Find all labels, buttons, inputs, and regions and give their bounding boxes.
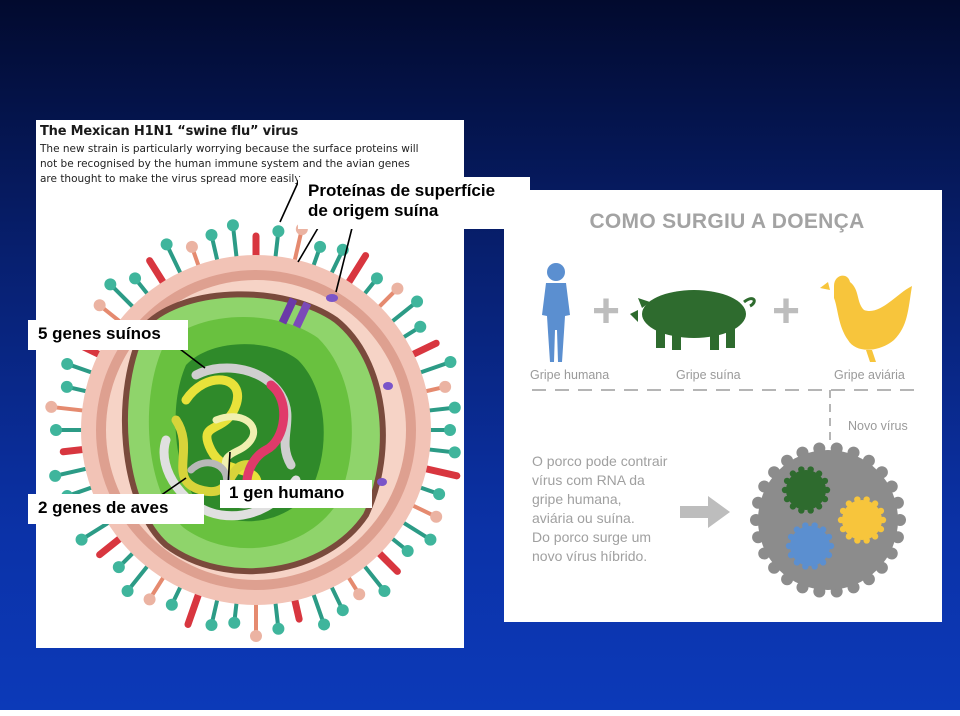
virus-spike-head	[112, 561, 125, 574]
callout-human-gene: 1 gen humano	[220, 480, 372, 508]
callout-swine-genes: 5 genes suínos	[28, 320, 188, 350]
virus-spike-head	[205, 229, 218, 242]
explanation-line: novo vírus híbrido.	[532, 548, 648, 564]
callout-line: Proteínas de superfície	[308, 181, 496, 200]
virus-spike-head	[75, 533, 88, 546]
virus-spike-head	[444, 355, 457, 368]
virus-spike-head	[336, 243, 349, 256]
virus-spike-head	[49, 469, 62, 482]
explanation-line: O porco pode contrair	[532, 453, 668, 469]
callout-avian-genes: 2 genes de aves	[28, 494, 204, 524]
virus-spike-head	[414, 320, 427, 333]
virus-spike-head	[160, 238, 173, 251]
virus-spike-head	[93, 299, 106, 312]
virus-spike-head	[272, 225, 285, 238]
virus-spike-head	[378, 585, 391, 598]
virus-spike-head	[228, 616, 241, 629]
virus-spike-head	[205, 618, 218, 631]
label-swine-flu: Gripe suína	[676, 368, 741, 382]
gene-dot	[842, 500, 882, 540]
virus-spike-head	[104, 278, 117, 291]
virus-spike-head	[439, 380, 452, 393]
explanation-line: gripe humana,	[532, 491, 622, 507]
gene-dot	[790, 526, 830, 566]
label-human-flu: Gripe humana	[530, 368, 610, 382]
disease-origin-panel: + + COMO SURGIU A DOENÇA Gripe humana Gr…	[504, 190, 942, 622]
explanation-line: aviária ou suína.	[532, 510, 635, 526]
virus-spike-head	[424, 533, 437, 546]
virus-spike-head	[336, 604, 349, 617]
virus-figure-description: The new strain is particularly worrying …	[40, 143, 419, 185]
human-icon	[542, 263, 570, 362]
gene-dot	[786, 470, 826, 510]
virus-spike-head	[129, 272, 142, 285]
virus-spike-head	[50, 424, 62, 436]
virus-spike-head	[391, 282, 404, 295]
arrow-right-icon	[680, 496, 730, 528]
explanation-line: Do porco surge um	[532, 529, 652, 545]
virus-spike-head	[430, 510, 443, 523]
virus-spike-head	[250, 630, 262, 642]
virus-spike-head	[401, 544, 414, 557]
virus-spike-head	[121, 585, 134, 598]
label-new-virus: Novo vírus	[848, 419, 908, 433]
virus-spike-head	[143, 593, 156, 606]
plus-sign-2: +	[772, 285, 800, 338]
disease-origin-title: COMO SURGIU A DOENÇA	[589, 210, 865, 233]
label-avian-flu: Gripe aviária	[834, 368, 905, 382]
virus-spike-head	[318, 618, 331, 631]
pig-icon	[630, 290, 756, 350]
virus-spike-head	[353, 588, 366, 601]
virus-spike-head	[314, 240, 327, 253]
new-virus-icon	[750, 442, 906, 598]
virus-spike-head	[433, 488, 446, 501]
disease-origin-graphic: + +	[532, 263, 916, 598]
chicken-icon	[820, 275, 912, 362]
plus-sign-1: +	[592, 285, 620, 338]
virus-figure-title: The Mexican H1N1 “swine flu” virus	[40, 124, 299, 139]
explanation-line: vírus com RNA da	[532, 472, 645, 488]
virus-spike-head	[370, 272, 383, 285]
virus-spike-head	[226, 219, 239, 232]
virus-spike-head	[444, 424, 456, 436]
callout-line: de origem suína	[308, 201, 439, 220]
callout-surface-proteins: Proteínas de superfície de origem suína	[298, 177, 530, 229]
virus-spike-head	[60, 380, 73, 393]
virus-spike-head	[185, 240, 198, 253]
virus-spike-head	[448, 401, 461, 414]
virus-spike-head	[45, 400, 58, 413]
virus-spike-head	[165, 598, 178, 611]
virus-spike-head	[272, 622, 285, 635]
virus-spike-head	[411, 295, 424, 308]
virus-spike-head	[448, 446, 461, 459]
virus-spike-head	[61, 357, 74, 370]
disease-origin-explanation: O porco pode contrair vírus com RNA da g…	[532, 452, 722, 566]
